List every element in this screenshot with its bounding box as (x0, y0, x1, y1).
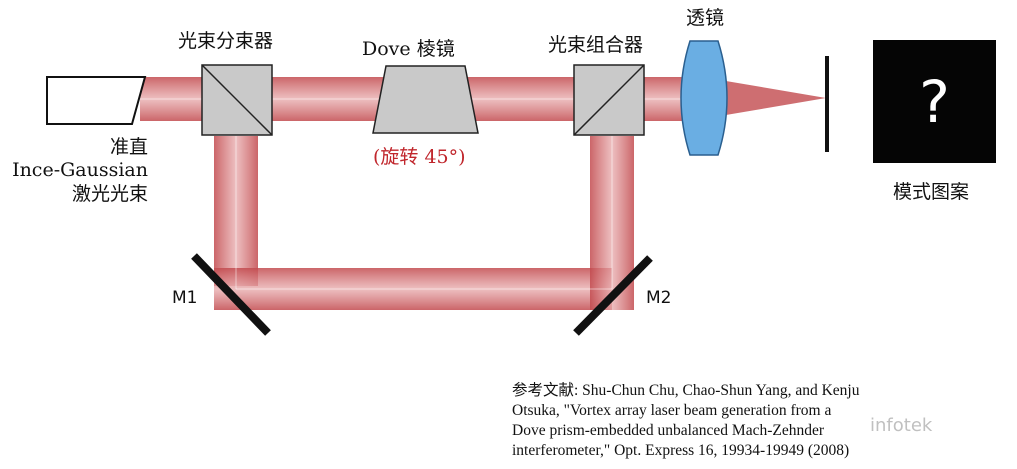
reference-line-3: Dove prism-embedded unbalanced Mach-Zehn… (512, 422, 825, 439)
source-label-line1: 准直 (109, 136, 148, 158)
source-label-line2: Ince-Gaussian (12, 159, 148, 181)
mirror-m2 (573, 255, 653, 336)
beam-combiner (573, 64, 645, 136)
lens (680, 40, 728, 156)
pattern-label: 模式图案 (893, 181, 970, 203)
beam-splitter (201, 64, 273, 136)
beam-combiner-label: 光束组合器 (548, 34, 644, 56)
laser-source (46, 76, 147, 125)
mirror-m1-label: M1 (172, 288, 198, 308)
dove-prism (372, 65, 479, 134)
beam-focus (720, 80, 826, 116)
mirror-m2-label: M2 (646, 288, 672, 308)
mirror-m1 (191, 253, 271, 336)
source-label-line3: 激光光束 (71, 183, 148, 205)
dove-prism-label: Dove 棱镜 (362, 38, 455, 60)
beam-splitter-label: 光束分束器 (178, 30, 274, 52)
pattern-box (873, 40, 996, 163)
reference-text: 参考文献: Shu-Chun Chu, Chao-Shun Yang, and … (512, 381, 1012, 461)
lens-label: 透镜 (686, 7, 725, 29)
reference-line-4: interferometer," Opt. Express 16, 19934-… (512, 442, 850, 459)
reference-line-2: Otsuka, "Vortex array laser beam generat… (512, 402, 832, 419)
reference-line-1: 参考文献: Shu-Chun Chu, Chao-Shun Yang, and … (512, 382, 860, 399)
rotation-label: (旋转 45°) (373, 146, 466, 168)
question-mark: ? (919, 67, 950, 136)
watermark: infotek (870, 415, 933, 436)
